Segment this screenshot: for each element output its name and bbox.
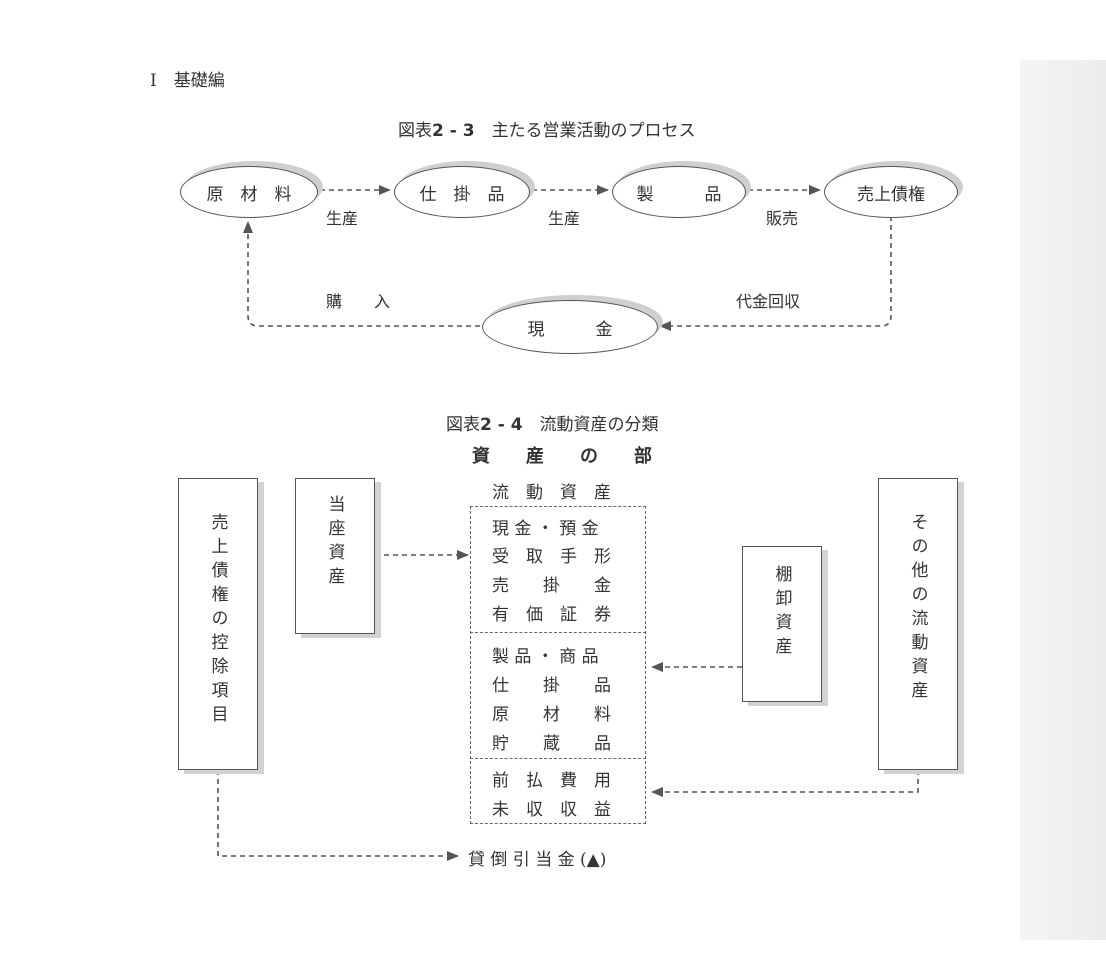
- label-purchase: 購 入: [326, 292, 391, 311]
- group-divider-2: [470, 758, 646, 759]
- quick-assets-box: 当座資産: [295, 478, 375, 634]
- figure-2-3-caption: 図表2 - 3 主たる営業活動のプロセス: [398, 116, 696, 141]
- arrow-left-to-allowance: [217, 770, 459, 861]
- list-item: 売 掛 金: [492, 576, 611, 596]
- node-raw-materials-label: 原 材 料: [206, 184, 292, 205]
- other-current-assets-label: その他の流動資産: [907, 513, 928, 705]
- list-item: 前 払 費 用: [492, 771, 611, 791]
- allowance-deduction-label: 売上債権の控除項目: [207, 513, 228, 729]
- list-item: 有 価 証 券: [492, 605, 611, 625]
- node-work-in-process-label: 仕 掛 品: [419, 184, 505, 205]
- list-item: 貯 蔵 品: [492, 734, 611, 754]
- node-finished-goods-label: 製 品: [636, 184, 722, 205]
- caption-number: 2 - 4: [480, 415, 523, 435]
- label-sale: 販売: [766, 209, 799, 228]
- node-accounts-receivable-label: 売上債権: [857, 184, 925, 205]
- label-produce-2: 生産: [548, 209, 581, 228]
- assets-section-header: 資 産 の 部: [472, 446, 652, 467]
- allowance-deduction-box: 売上債権の控除項目: [178, 478, 258, 770]
- current-assets-subheader: 流 動 資 産: [492, 483, 611, 503]
- caption-label: 図表: [398, 121, 432, 141]
- list-item: 製 品 ・ 商 品: [492, 647, 599, 667]
- node-accounts-receivable: 売上債権: [824, 166, 958, 218]
- current-assets-list: [470, 506, 646, 824]
- label-collection: 代金回収: [736, 292, 801, 311]
- caption-label: 図表: [446, 415, 480, 435]
- node-cash: 現 金: [482, 300, 658, 354]
- caption-number: 2 - 3: [432, 121, 475, 141]
- list-item: 受 取 手 形: [492, 547, 611, 567]
- list-item: 仕 掛 品: [492, 676, 611, 696]
- arrow-cash-to-raw: [243, 221, 480, 327]
- arrow-other-to-group3: [651, 770, 919, 797]
- caption-text: 主たる営業活動のプロセス: [491, 121, 696, 141]
- arrow-receivable-to-cash: [659, 216, 892, 331]
- allowance-for-doubtful-accounts: 貸 倒 引 当 金 (▲): [468, 850, 607, 870]
- list-item: 原 材 料: [492, 705, 611, 725]
- page-edge-shadow: [1020, 60, 1106, 940]
- label-produce-1: 生産: [326, 209, 359, 228]
- node-finished-goods: 製 品: [612, 166, 746, 218]
- quick-assets-label: 当座資産: [324, 495, 345, 591]
- other-current-assets-box: その他の流動資産: [878, 478, 958, 770]
- inventory-assets-label: 棚卸資産: [771, 565, 792, 661]
- caption-text: 流動資産の分類: [539, 415, 659, 435]
- list-item: 未 収 収 益: [492, 800, 611, 820]
- running-head: I 基礎編: [150, 71, 225, 91]
- node-cash-label: 現 金: [527, 319, 613, 340]
- group-divider-1: [470, 632, 646, 633]
- list-item: 現 金 ・ 預 金: [492, 519, 599, 539]
- node-work-in-process: 仕 掛 品: [394, 166, 530, 218]
- figure-2-4-caption: 図表2 - 4 流動資産の分類: [446, 410, 659, 435]
- inventory-assets-box: 棚卸資産: [742, 546, 822, 702]
- node-raw-materials: 原 材 料: [180, 166, 318, 218]
